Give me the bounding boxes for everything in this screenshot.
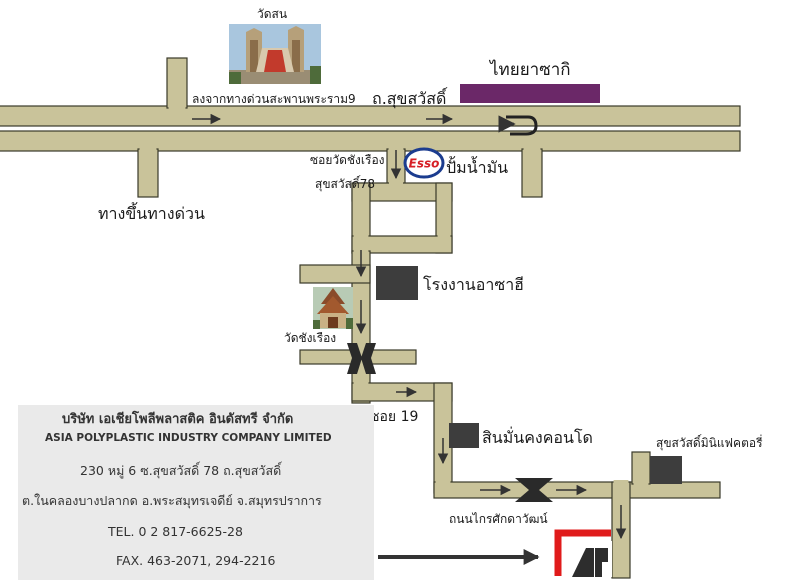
temple-top-label: วัดสน <box>257 7 288 21</box>
asahi-building <box>376 266 418 300</box>
asahi-factory-label: โรงงานอาซาฮี <box>423 275 524 294</box>
wat-chang-rueang-label: วัดชังเรือง <box>284 331 337 345</box>
u-turn-icon <box>498 115 538 136</box>
expressway-entrance-label: ทางขึ้นทางด่วน <box>98 204 205 223</box>
mini-factory-building <box>650 456 682 484</box>
east-stub-road <box>521 148 543 198</box>
thaiyasaki-label: ไทยยาซากิ <box>490 60 571 80</box>
company-name-english: ASIA POLYPLASTIC INDUSTRY COMPANY LIMITE… <box>45 432 332 444</box>
expressway-entrance-road <box>137 148 159 198</box>
main-road-label: ถ.สุขสวัสดิ์ <box>372 89 447 108</box>
soi-wat-label-line1: ซอยวัดชังเรือง <box>310 153 385 167</box>
condo-building <box>449 423 479 448</box>
company-address-card: บริษัท เอเชียโพลีพลาสติค อินดัสทรี จำกัด… <box>18 405 374 580</box>
factory-road-north <box>631 451 651 485</box>
main-road-upper <box>0 105 741 127</box>
expressway-note-label: ลงจากทางด่วนสะพานพระราม9 <box>192 92 356 106</box>
company-name-thai: บริษัท เอเชียโพลีพลาสติค อินดัสทรี จำกัด <box>62 412 294 427</box>
mini-factory-label: สุขสวัสดิ์มินิแฟคตอรี่ <box>656 436 763 450</box>
gas-station-label: ปั้มน้ำมัน <box>446 158 509 177</box>
temple-photo <box>313 287 353 329</box>
branch-east-1 <box>367 349 417 365</box>
telephone: TEL. 0 2 817-6625-28 <box>108 524 243 539</box>
expressway-exit-road <box>166 57 188 109</box>
esso-logo-icon: Esso <box>403 147 445 179</box>
soi19-label: ซอย 19 <box>370 409 419 425</box>
ap-logo-icon: AP <box>0 0 612 577</box>
soi-wat-label-line2: สุขสวัสดิ์78 <box>315 177 375 191</box>
address-line-2: ต.ในคลองบางปลากด อ.พระสมุทรเจดีย์ จ.สมุท… <box>22 493 322 508</box>
main-road-lower <box>0 130 741 152</box>
branch-west-1 <box>299 264 371 284</box>
branch-west-2 <box>299 349 353 365</box>
thaiyasaki-bar <box>460 84 600 103</box>
traffic-light-icon <box>515 478 553 502</box>
esso-logo-text: Esso <box>409 157 440 171</box>
traffic-light-icon <box>347 343 376 374</box>
condo-label: สินมั่นคงคอนโด <box>482 428 593 447</box>
fax: FAX. 463-2071, 294-2216 <box>116 553 276 568</box>
loop-bottom <box>351 235 453 254</box>
address-line-1: 230 หมู่ 6 ซ.สุขสวัสดิ์ 78 ถ.สุขสวัสดิ์ <box>80 463 282 478</box>
kraisakdawat-road-label: ถนนไกรศักดาวัฒน์ <box>449 512 548 526</box>
ap-logo-text: AP <box>0 0 2 1</box>
temple-photo <box>229 24 321 84</box>
route-arrows <box>192 113 627 540</box>
